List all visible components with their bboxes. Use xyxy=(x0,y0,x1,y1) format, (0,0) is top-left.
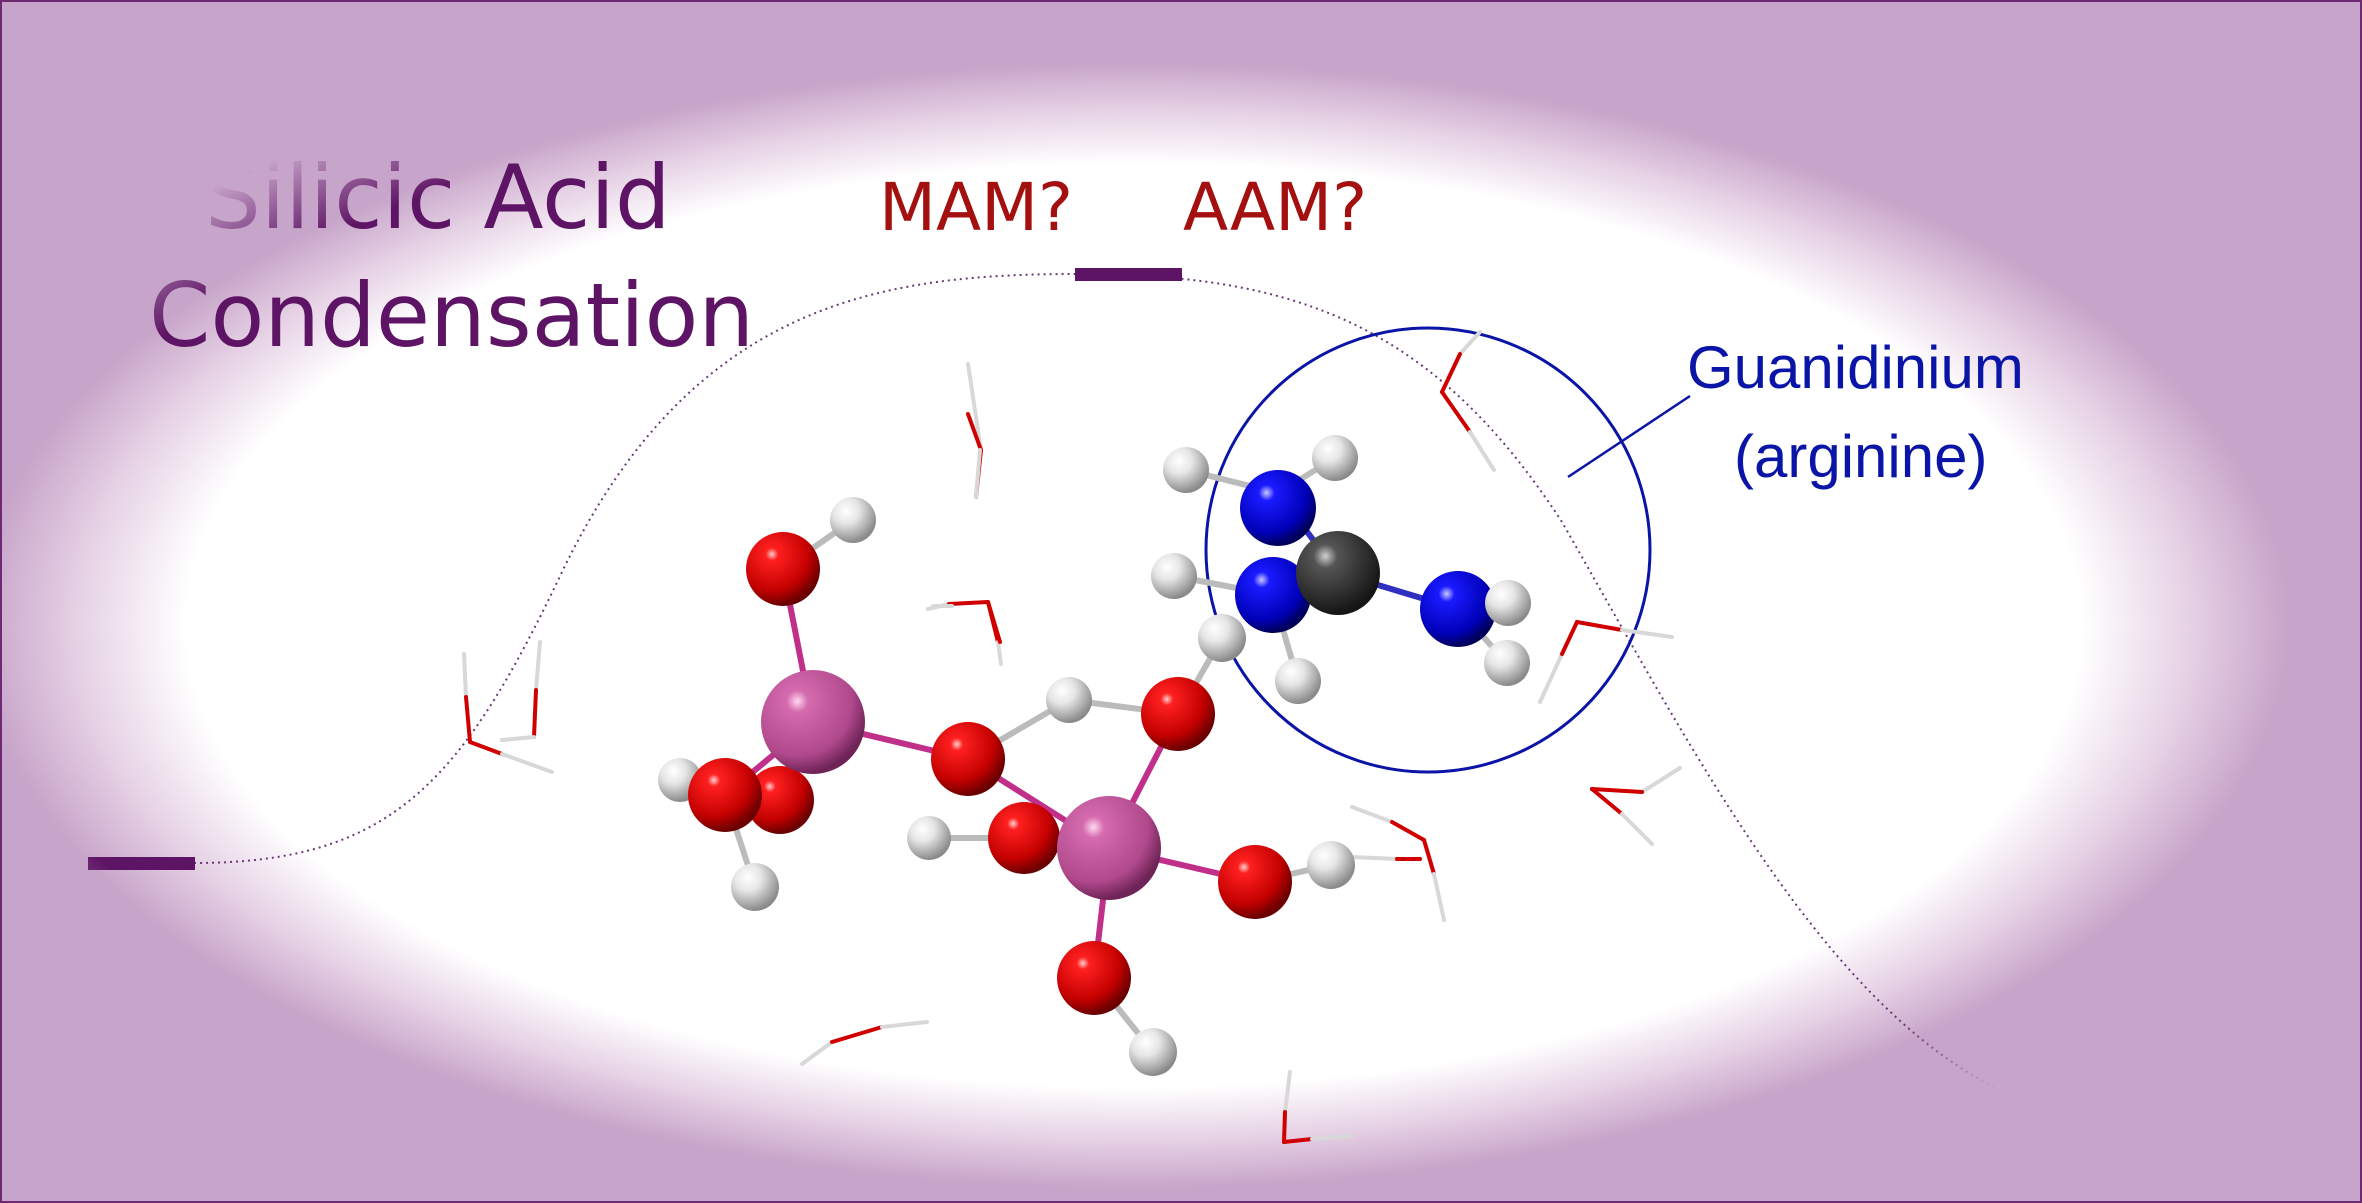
hydrogen-atom xyxy=(1163,447,1209,493)
hydrogen-atom xyxy=(731,863,779,911)
hydrogen-atom xyxy=(1129,1028,1177,1076)
oxygen-atom xyxy=(688,758,762,832)
guanidinium-pointer-line xyxy=(1567,394,1691,479)
mechanism-label-aam: AAM? xyxy=(1183,169,1368,246)
product-energy-level xyxy=(2126,1114,2233,1127)
hydrogen-atom xyxy=(1484,640,1530,686)
water-molecule xyxy=(1282,1070,1354,1144)
oxygen-atom xyxy=(746,532,820,606)
hydrogen-atom xyxy=(1046,677,1092,723)
silicon-atom xyxy=(1057,796,1161,900)
reactant-energy-level xyxy=(88,857,195,870)
oxygen-atom xyxy=(1057,941,1131,1015)
water-molecule xyxy=(1440,330,1496,472)
water-molecule xyxy=(1350,855,1422,861)
nitrogen-atom xyxy=(1420,571,1496,647)
oxygen-atom xyxy=(988,802,1060,874)
oxygen-atom xyxy=(1141,677,1215,751)
hydrogen-atom xyxy=(1485,580,1531,626)
water-molecule xyxy=(462,652,554,774)
hydrogen-atom xyxy=(907,816,951,860)
title-line-2: Condensation xyxy=(149,264,755,367)
atoms xyxy=(658,435,1531,1076)
oxygen-atom xyxy=(746,766,814,834)
nitrogen-atom xyxy=(1235,557,1311,633)
hydrogen-atom xyxy=(1275,658,1321,704)
water-molecule xyxy=(1590,766,1682,846)
hydrogen-atom xyxy=(1151,553,1197,599)
oxygen-atom xyxy=(1218,845,1292,919)
water-molecule xyxy=(931,600,1002,644)
transition-state-energy-level xyxy=(1075,268,1182,281)
water-molecule xyxy=(1350,805,1446,922)
water-molecule xyxy=(1538,620,1674,704)
hydrogen-atom xyxy=(1198,614,1246,662)
guanidinium-label-line-2: (arginine) xyxy=(1734,423,1988,490)
nitrogen-atom xyxy=(1240,470,1316,546)
title-line-1: Silicic Acid xyxy=(205,146,671,249)
silicon-atom xyxy=(761,670,865,774)
hydrogen-atom xyxy=(830,497,876,543)
oxygen-atom xyxy=(931,722,1005,796)
water-molecules xyxy=(462,330,1682,1144)
mechanism-label-mam: MAM? xyxy=(879,169,1074,246)
hydrogen-atom xyxy=(1312,435,1358,481)
carbon-atom xyxy=(1296,531,1380,615)
water-molecule xyxy=(500,640,542,742)
guanidinium-highlight-circle xyxy=(1204,326,1652,774)
water-molecule xyxy=(966,362,983,499)
hydrogen-atom xyxy=(1307,841,1355,889)
water-molecule xyxy=(800,1020,929,1066)
guanidinium-label-line-1: Guanidinium xyxy=(1687,334,2024,401)
